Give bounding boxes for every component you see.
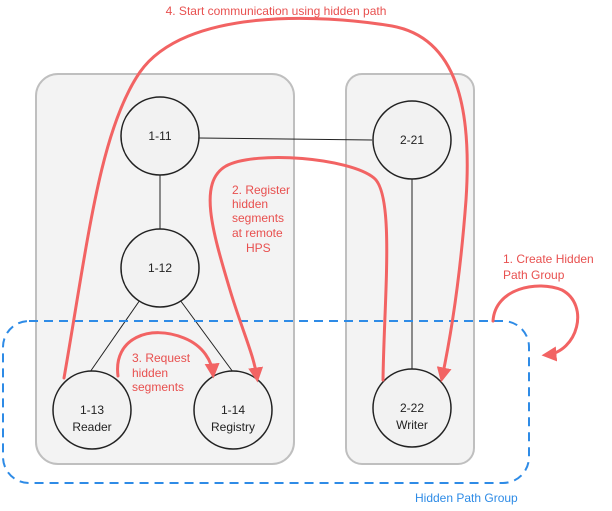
step1-line: 1. Create Hidden bbox=[503, 252, 594, 266]
node-role: Registry bbox=[211, 420, 255, 434]
arrow-step1-create-group bbox=[491, 284, 580, 362]
arrow-step2-register bbox=[208, 156, 389, 383]
node-id: 1-14 bbox=[221, 403, 245, 417]
node-1-11: 1-11 bbox=[120, 96, 200, 176]
edge-1-11-2-21 bbox=[198, 137, 373, 141]
node-id: 2-21 bbox=[400, 133, 424, 147]
edge-1-12-1-13 bbox=[89, 299, 141, 373]
node-2-22-writer: 2-22 Writer bbox=[372, 368, 452, 448]
node-id: 1-13 bbox=[80, 403, 104, 417]
arrows bbox=[62, 16, 580, 383]
node-id: 1-12 bbox=[148, 261, 172, 275]
node-circle bbox=[372, 368, 452, 448]
step3-label: 3. Request hidden segments bbox=[132, 351, 191, 394]
node-1-13-reader: 1-13 Reader bbox=[52, 370, 132, 450]
node-id: 1-11 bbox=[148, 129, 171, 143]
arrow-step3-request bbox=[116, 331, 220, 379]
step3-line: segments bbox=[132, 380, 184, 394]
step1-label: 1. Create Hidden Path Group bbox=[503, 252, 594, 282]
step3-line: hidden bbox=[132, 366, 168, 380]
node-role: Reader bbox=[72, 420, 111, 434]
step1-line: Path Group bbox=[503, 268, 565, 282]
node-circle bbox=[52, 370, 132, 450]
arrow-step4-communication bbox=[62, 16, 469, 383]
node-1-12: 1-12 bbox=[120, 228, 200, 308]
hidden-path-group-label: Hidden Path Group bbox=[415, 491, 518, 505]
hidden-path-group-boundary bbox=[2, 320, 530, 484]
step4-label: 4. Start communication using hidden path bbox=[166, 4, 387, 18]
node-circle bbox=[193, 370, 273, 450]
node-circle bbox=[372, 100, 452, 180]
step2-line: segments bbox=[232, 211, 284, 225]
step2-line: at remote bbox=[232, 226, 283, 240]
step2-label: 2. Register hidden segments at remote HP… bbox=[232, 183, 290, 255]
node-id: 2-22 bbox=[400, 401, 424, 415]
step2-line: hidden bbox=[232, 197, 268, 211]
node-1-14-registry: 1-14 Registry bbox=[193, 370, 273, 450]
step3-line: 3. Request bbox=[132, 351, 191, 365]
node-circle bbox=[120, 228, 200, 308]
edges bbox=[89, 137, 413, 373]
node-2-21: 2-21 bbox=[372, 100, 452, 180]
node-role: Writer bbox=[396, 418, 428, 432]
step2-line: 2. Register bbox=[232, 183, 290, 197]
step2-line: HPS bbox=[246, 241, 271, 255]
edge-1-12-1-14 bbox=[179, 299, 234, 373]
node-circle bbox=[120, 96, 200, 176]
